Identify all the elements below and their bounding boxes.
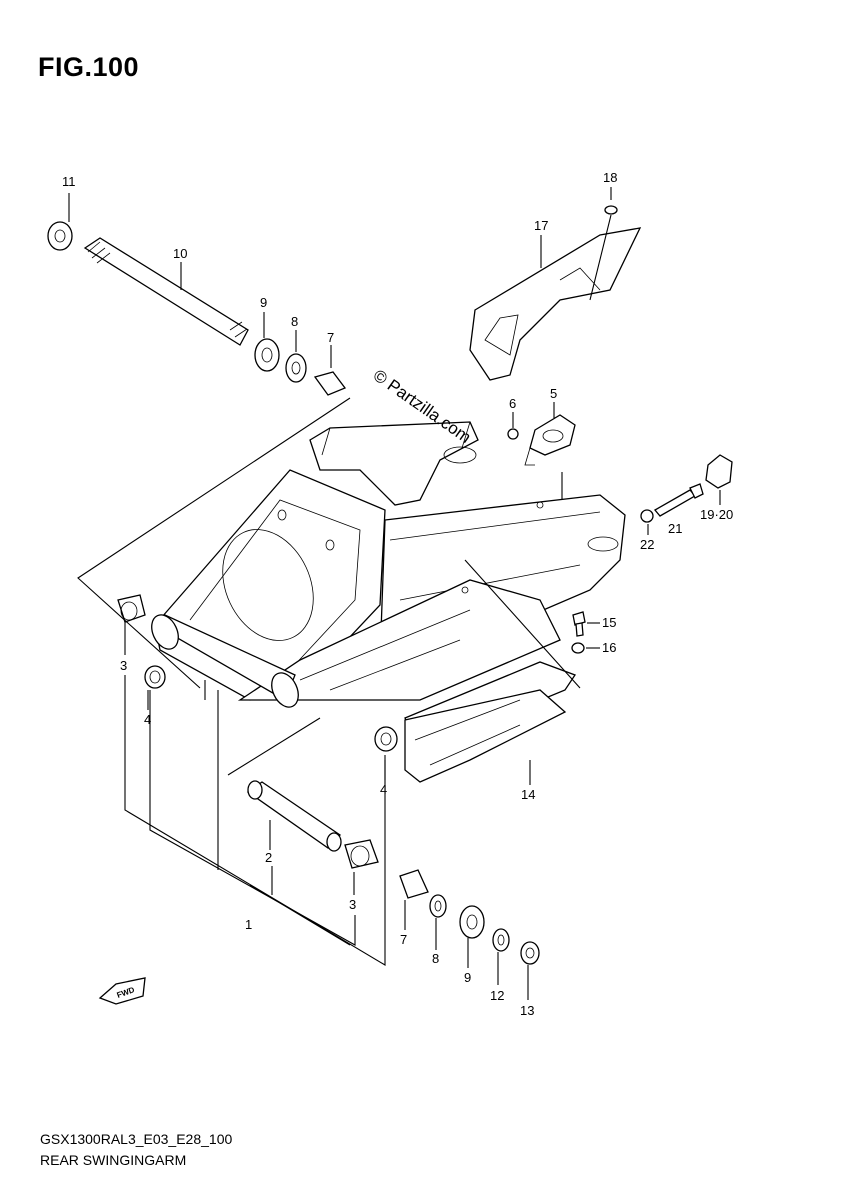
callout-7-bottom: 7 xyxy=(400,932,407,947)
nut-16 xyxy=(571,642,585,654)
chain-case-17 xyxy=(469,227,642,381)
pivot-shaft-10 xyxy=(83,237,249,346)
bolt-21 xyxy=(654,483,704,517)
callout-4-right: 4 xyxy=(380,782,387,797)
section-name: REAR SWINGINGARM xyxy=(40,1152,187,1168)
bracket-5 xyxy=(524,414,576,466)
figure-title: FIG.100 xyxy=(38,52,140,82)
bearing-3-left xyxy=(117,594,146,623)
callout-21: 21 xyxy=(668,521,682,536)
callout-16: 16 xyxy=(602,640,616,655)
washer-12 xyxy=(492,928,510,952)
callout-19-20: 19·20 xyxy=(700,507,733,522)
callout-18: 18 xyxy=(603,170,617,185)
callout-labels: 11 10 9 8 7 18 17 5 6 19·20 21 22 15 16 … xyxy=(62,170,733,1018)
callout-8-top: 8 xyxy=(291,314,298,329)
bolt-6 xyxy=(507,428,519,440)
nut-11 xyxy=(47,221,73,251)
callout-17: 17 xyxy=(534,218,548,233)
collar-7-bottom xyxy=(399,869,429,899)
callout-22: 22 xyxy=(640,537,654,552)
washer-9-top xyxy=(254,338,280,372)
callout-13: 13 xyxy=(520,1003,534,1018)
bearing-4-right xyxy=(374,726,398,752)
chain-guide-14 xyxy=(404,661,576,783)
swingarm-body xyxy=(151,421,626,708)
callout-9-top: 9 xyxy=(260,295,267,310)
model-code: GSX1300RAL3_E03_E28_100 xyxy=(40,1131,233,1147)
bearing-3-right xyxy=(344,839,379,869)
bearing-4-left xyxy=(144,665,166,689)
callout-7-top: 7 xyxy=(327,330,334,345)
fwd-arrow-icon: FWD xyxy=(98,977,146,1005)
nut-13 xyxy=(520,941,540,965)
callout-10: 10 xyxy=(173,246,187,261)
shaft-2 xyxy=(246,780,342,852)
leader-lines xyxy=(68,187,721,1000)
callout-9-bottom: 9 xyxy=(464,970,471,985)
adjuster-19-20 xyxy=(705,454,733,489)
callout-3-left: 3 xyxy=(120,658,127,673)
callout-6: 6 xyxy=(509,396,516,411)
callout-14: 14 xyxy=(521,787,535,802)
callout-3-right: 3 xyxy=(349,897,356,912)
washer-9-bottom xyxy=(459,905,485,939)
washer-8-top xyxy=(285,353,307,383)
callout-5: 5 xyxy=(550,386,557,401)
callout-8-bottom: 8 xyxy=(432,951,439,966)
callout-2: 2 xyxy=(265,850,272,865)
nut-22 xyxy=(640,509,654,523)
washer-8-bottom xyxy=(429,894,447,918)
bolt-18 xyxy=(604,205,618,215)
callout-15: 15 xyxy=(602,615,616,630)
callout-11: 11 xyxy=(62,174,76,189)
callout-12: 12 xyxy=(490,988,504,1003)
callout-4-left: 4 xyxy=(144,712,151,727)
collar-7-top xyxy=(313,371,347,396)
callout-1: 1 xyxy=(245,917,252,932)
bolt-15 xyxy=(572,611,586,637)
